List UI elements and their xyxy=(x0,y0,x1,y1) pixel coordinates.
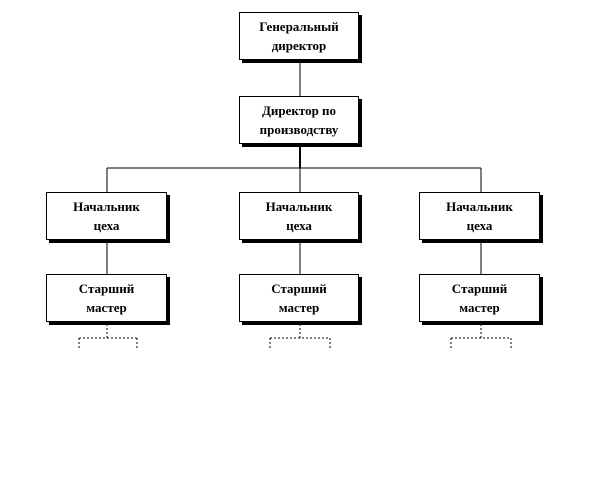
node-senior-foreman-1-line1: Старший xyxy=(78,281,135,296)
node-department-head-3-line2: цеха xyxy=(466,218,493,233)
node-ceo-line1: Генеральный xyxy=(259,19,339,34)
node-senior-foreman-3-line2: мастер xyxy=(459,300,500,315)
node-department-head-label: Начальник цеха xyxy=(73,197,140,235)
node-production-director-line2: производству xyxy=(259,122,339,137)
node-department-head: Начальник цеха xyxy=(239,192,359,240)
node-department-head-2-line1: Начальник xyxy=(265,199,333,214)
node-senior-foreman-label: Старший мастер xyxy=(452,279,507,317)
node-department-head: Начальник цеха xyxy=(419,192,540,240)
node-senior-foreman: Старший мастер xyxy=(419,274,540,322)
node-department-head-label: Начальник цеха xyxy=(266,197,333,235)
node-senior-foreman-2-line2: мастер xyxy=(278,300,320,315)
node-senior-foreman-label: Старший мастер xyxy=(271,279,326,317)
node-production-director: Директор по производству xyxy=(239,96,359,144)
node-production-director-label: Директор по производству xyxy=(260,101,339,139)
node-senior-foreman-3-line1: Старший xyxy=(451,281,508,296)
node-senior-foreman-2-line1: Старший xyxy=(271,281,327,296)
node-ceo: Генеральный директор xyxy=(239,12,359,60)
node-department-head-1-line1: Начальник xyxy=(73,199,140,214)
node-senior-foreman: Старший мастер xyxy=(46,274,167,322)
node-ceo-label: Генеральный директор xyxy=(259,17,338,55)
node-senior-foreman-label: Старший мастер xyxy=(79,279,134,317)
node-department-head-3-line1: Начальник xyxy=(446,199,513,214)
node-department-head-1-line2: цеха xyxy=(93,218,120,233)
dashed-subbranch-1 xyxy=(78,324,138,350)
node-senior-foreman-1-line2: мастер xyxy=(86,300,127,315)
node-production-director-line1: Директор по xyxy=(261,103,337,118)
node-department-head-label: Начальник цеха xyxy=(446,197,513,235)
node-department-head-2-line2: цеха xyxy=(286,218,312,233)
dashed-subbranch-3 xyxy=(450,324,512,350)
node-ceo-line2: директор xyxy=(271,38,327,53)
node-senior-foreman: Старший мастер xyxy=(239,274,359,322)
dashed-subbranch-2 xyxy=(269,324,331,350)
node-department-head: Начальник цеха xyxy=(46,192,167,240)
